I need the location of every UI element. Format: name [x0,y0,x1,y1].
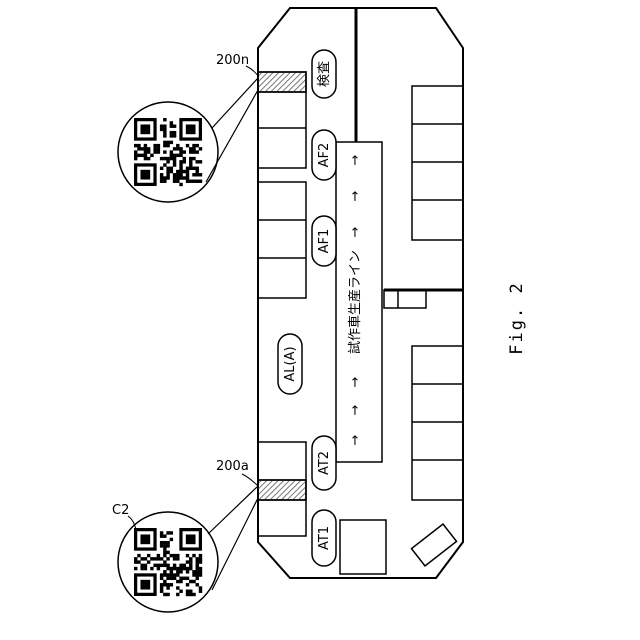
middle-partition-block [384,290,426,308]
callout-line-bottom-2 [212,498,258,590]
ref-leader-200a [242,474,258,486]
flow-arrow-4: → [348,376,363,387]
flow-arrow-3: → [348,226,363,237]
station-at1: AT1 [312,510,336,566]
ref-label-200a: 200a [216,459,249,474]
ref-label-c2: C2 [112,503,129,518]
marker-200a [258,480,306,500]
flow-arrow-5: → [348,404,363,415]
square-block [340,520,386,574]
svg-text:AF2: AF2 [317,143,332,168]
svg-text:AF1: AF1 [317,229,332,254]
svg-text:AT1: AT1 [317,526,332,550]
ref-leader-200n [246,66,258,76]
svg-text:検査: 検査 [317,61,332,87]
marker-200n [258,72,306,92]
flow-arrow-6: → [348,434,363,445]
qr-callout-bottom [118,512,218,612]
svg-text:AT2: AT2 [317,451,332,475]
flow-arrow-1: → [348,154,363,165]
left-bay-mid-group [258,182,306,298]
figure-caption: Fig. 2 [507,281,527,354]
qr-callout-top [118,102,218,202]
production-line-label: 試作車生産ライン [347,250,363,354]
station-at2: AT2 [312,436,336,490]
station-af1: AF1 [312,216,336,266]
right-bays [412,86,463,500]
station-inspect: 検査 [312,50,336,98]
svg-text:AL(A): AL(A) [283,346,298,381]
ref-label-200n: 200n [216,53,249,68]
station-af2: AF2 [312,130,336,180]
flow-arrow-2: → [348,190,363,201]
left-bays [258,72,306,536]
callout-line-bottom-1 [208,486,258,534]
station-al: AL(A) [278,334,302,394]
